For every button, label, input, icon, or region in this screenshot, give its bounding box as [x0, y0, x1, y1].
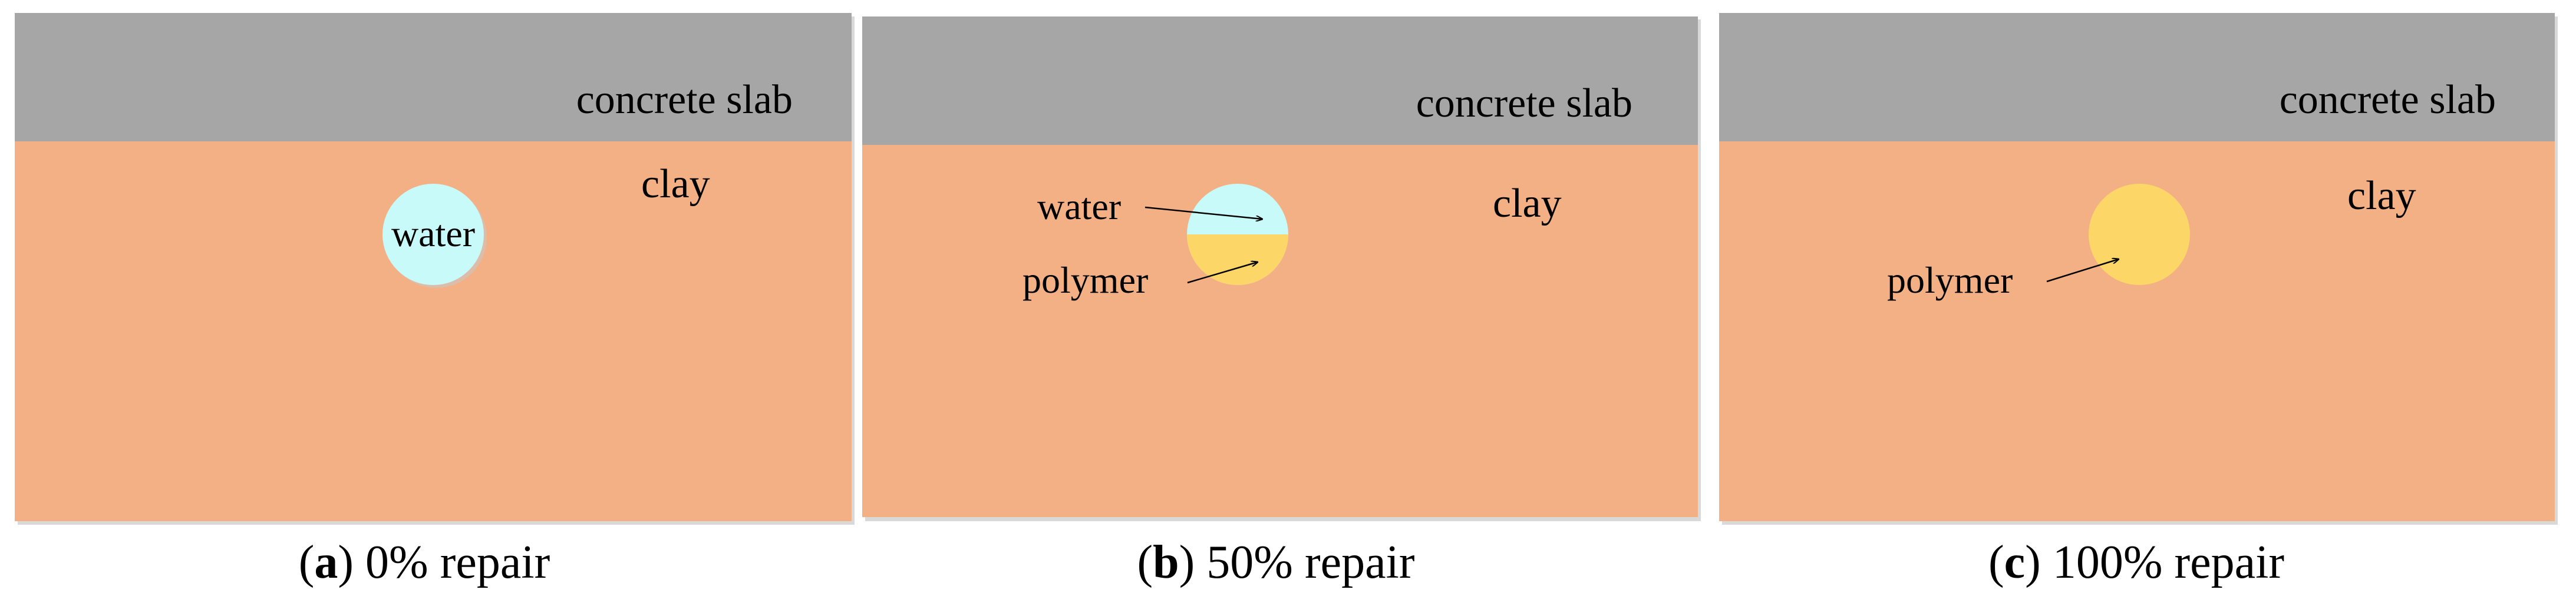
polymer-label: polymer	[1023, 259, 1148, 301]
polymer-label: polymer	[1887, 259, 2013, 301]
panel-b: concrete slab clay water polymer (b) 50%…	[852, 0, 1701, 606]
concrete-slab	[1719, 13, 2555, 141]
caption-open: (	[1137, 537, 1153, 588]
water-void	[382, 184, 484, 285]
partially-repaired-void	[1187, 184, 1288, 285]
water-label: water	[1037, 186, 1121, 227]
clay-label: clay	[1493, 181, 1562, 226]
concrete-slab	[15, 13, 852, 141]
caption-close: )	[2025, 537, 2041, 588]
caption-a: (a) 0% repair	[0, 533, 849, 592]
polymer-arrow	[2046, 259, 2119, 283]
slab-label: concrete slab	[2280, 77, 2496, 122]
diagram-a: concrete slab clay water	[15, 13, 855, 525]
slab-label: concrete slab	[1416, 81, 1632, 126]
caption-close: )	[338, 537, 354, 588]
caption-letter: b	[1153, 537, 1179, 588]
caption-open: (	[1988, 537, 2004, 588]
caption-close: )	[1179, 537, 1195, 588]
caption-text: 50% repair	[1195, 537, 1415, 588]
water-arrow	[1144, 206, 1262, 219]
diagram-b: concrete slab clay water polymer	[862, 16, 1701, 521]
concrete-slab	[862, 16, 1698, 145]
caption-open: (	[298, 537, 315, 588]
polymer-arrow	[1187, 262, 1258, 284]
caption-b: (b) 50% repair	[852, 533, 1700, 592]
water-label: water	[391, 213, 475, 254]
caption-letter: a	[314, 537, 338, 588]
clay-label: clay	[641, 161, 710, 207]
slab-label: concrete slab	[576, 77, 793, 122]
caption-text: 0% repair	[354, 537, 550, 588]
caption-c: (c) 100% repair	[1712, 533, 2561, 592]
panel-c: concrete slab clay polymer (c) 100% repa…	[1712, 0, 2561, 606]
clay-label: clay	[2347, 173, 2416, 218]
caption-text: 100% repair	[2040, 537, 2284, 588]
diagram-c: concrete slab clay polymer	[1719, 13, 2558, 525]
polymer-void	[2089, 184, 2190, 285]
caption-letter: c	[2004, 537, 2026, 588]
panel-a: concrete slab clay water (a) 0% repair	[0, 0, 855, 606]
